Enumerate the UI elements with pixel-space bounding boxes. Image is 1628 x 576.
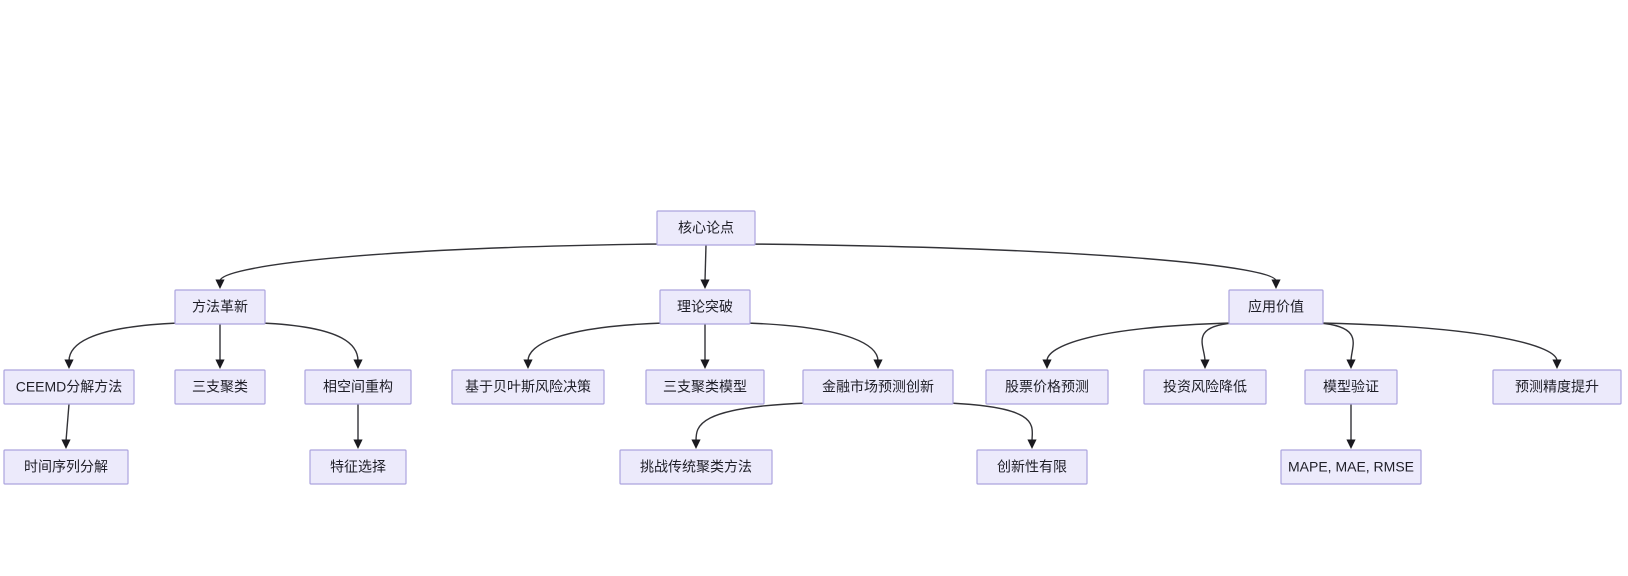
flow-node-box	[174, 369, 266, 405]
flow-node-box	[1492, 369, 1622, 405]
arrowhead-icon	[1200, 359, 1210, 369]
flow-node-n17[interactable]: 创新性有限	[976, 449, 1088, 485]
flow-node-n12[interactable]: 模型验证	[1304, 369, 1398, 405]
flow-node-label: 创新性有限	[997, 459, 1067, 475]
edge-n2-to-n7	[527, 322, 664, 362]
flow-node-box	[659, 289, 751, 325]
arrowhead-icon	[215, 359, 225, 369]
flow-node-label: 三支聚类模型	[663, 379, 747, 395]
flow-node-label: 应用价值	[1248, 299, 1304, 315]
flow-node-label: 预测精度提升	[1515, 379, 1599, 395]
flow-node-box	[451, 369, 605, 405]
flow-node-box	[656, 210, 756, 246]
flow-node-box	[985, 369, 1109, 405]
flow-node-box	[309, 449, 407, 485]
arrowhead-icon	[1271, 279, 1281, 289]
edge-n2-to-n9	[746, 322, 879, 362]
edge-n4-to-n14	[65, 403, 70, 442]
flow-node-label: 三支聚类	[192, 379, 248, 395]
flow-node-label: 核心论点	[678, 220, 734, 236]
edge-n9-to-n16	[695, 402, 810, 442]
flow-node-n3[interactable]: 应用价值	[1228, 289, 1324, 325]
arrowhead-icon	[1346, 439, 1356, 449]
flow-node-label: 方法革新	[192, 299, 248, 315]
flow-node-label: 特征选择	[330, 459, 386, 475]
flow-node-label: 时间序列分解	[24, 459, 108, 475]
flow-node-label: 投资风险降低	[1163, 379, 1247, 395]
edge-n3-to-n10	[1046, 322, 1233, 362]
edge-n1-to-n6	[261, 322, 359, 362]
edge-n9-to-n17	[946, 402, 1034, 442]
edge-n3-to-n13	[1319, 322, 1558, 362]
edge-n3-to-n11	[1201, 322, 1233, 362]
arrowhead-icon	[64, 359, 74, 369]
flow-node-n4[interactable]: CEEMD分解方法	[3, 369, 135, 405]
arrowhead-icon	[523, 359, 533, 369]
flow-node-label: 挑战传统聚类方法	[640, 459, 752, 475]
edge-n3-to-n12	[1319, 322, 1354, 362]
arrowhead-icon	[1346, 359, 1356, 369]
flow-node-box	[619, 449, 773, 485]
flow-node-box	[3, 369, 135, 405]
flow-node-n5[interactable]: 三支聚类	[174, 369, 266, 405]
arrowhead-icon	[215, 279, 225, 289]
edge-n0-to-n3	[751, 243, 1277, 282]
flow-node-n6[interactable]: 相空间重构	[304, 369, 412, 405]
flow-node-box	[3, 449, 129, 485]
flow-node-n7[interactable]: 基于贝叶斯风险决策	[451, 369, 605, 405]
edge-n0-to-n2	[704, 244, 707, 282]
flow-node-box	[1304, 369, 1398, 405]
flow-node-label: 模型验证	[1323, 379, 1379, 395]
arrowhead-icon	[691, 439, 701, 449]
arrowhead-icon	[700, 279, 710, 289]
edge-n1-to-n4	[68, 322, 179, 362]
arrowhead-icon	[700, 359, 710, 369]
flow-node-box	[1228, 289, 1324, 325]
flow-node-label: CEEMD分解方法	[16, 379, 123, 395]
flow-node-box	[304, 369, 412, 405]
arrowhead-icon	[353, 439, 363, 449]
flow-node-n2[interactable]: 理论突破	[659, 289, 751, 325]
flow-node-label: 股票价格预测	[1005, 379, 1089, 395]
arrowhead-icon	[1042, 359, 1052, 369]
flow-node-box	[1280, 449, 1422, 485]
arrowhead-icon	[1552, 359, 1562, 369]
flow-node-n13[interactable]: 预测精度提升	[1492, 369, 1622, 405]
flow-node-box	[645, 369, 765, 405]
flow-node-n10[interactable]: 股票价格预测	[985, 369, 1109, 405]
arrowhead-icon	[873, 359, 883, 369]
arrowhead-icon	[353, 359, 363, 369]
flow-node-label: 相空间重构	[323, 379, 393, 395]
arrowhead-icon	[1027, 439, 1037, 449]
flow-node-n14[interactable]: 时间序列分解	[3, 449, 129, 485]
flow-node-n0[interactable]: 核心论点	[656, 210, 756, 246]
flow-node-n9[interactable]: 金融市场预测创新	[802, 369, 954, 405]
flow-node-label: MAPE, MAE, RMSE	[1288, 459, 1414, 475]
flow-node-n1[interactable]: 方法革新	[174, 289, 266, 325]
flow-node-box	[1143, 369, 1267, 405]
flow-node-label: 金融市场预测创新	[822, 379, 934, 395]
flow-node-label: 基于贝叶斯风险决策	[465, 379, 591, 395]
edge-n0-to-n1	[219, 243, 661, 282]
flow-node-box	[174, 289, 266, 325]
flow-node-box	[976, 449, 1088, 485]
flow-node-box	[802, 369, 954, 405]
flow-node-n18[interactable]: MAPE, MAE, RMSE	[1280, 449, 1422, 485]
flow-node-n16[interactable]: 挑战传统聚类方法	[619, 449, 773, 485]
flow-node-label: 理论突破	[677, 299, 733, 315]
flow-node-n8[interactable]: 三支聚类模型	[645, 369, 765, 405]
arrowhead-icon	[61, 439, 71, 449]
flow-node-n15[interactable]: 特征选择	[309, 449, 407, 485]
flow-node-n11[interactable]: 投资风险降低	[1143, 369, 1267, 405]
edge-layer	[61, 243, 1562, 449]
